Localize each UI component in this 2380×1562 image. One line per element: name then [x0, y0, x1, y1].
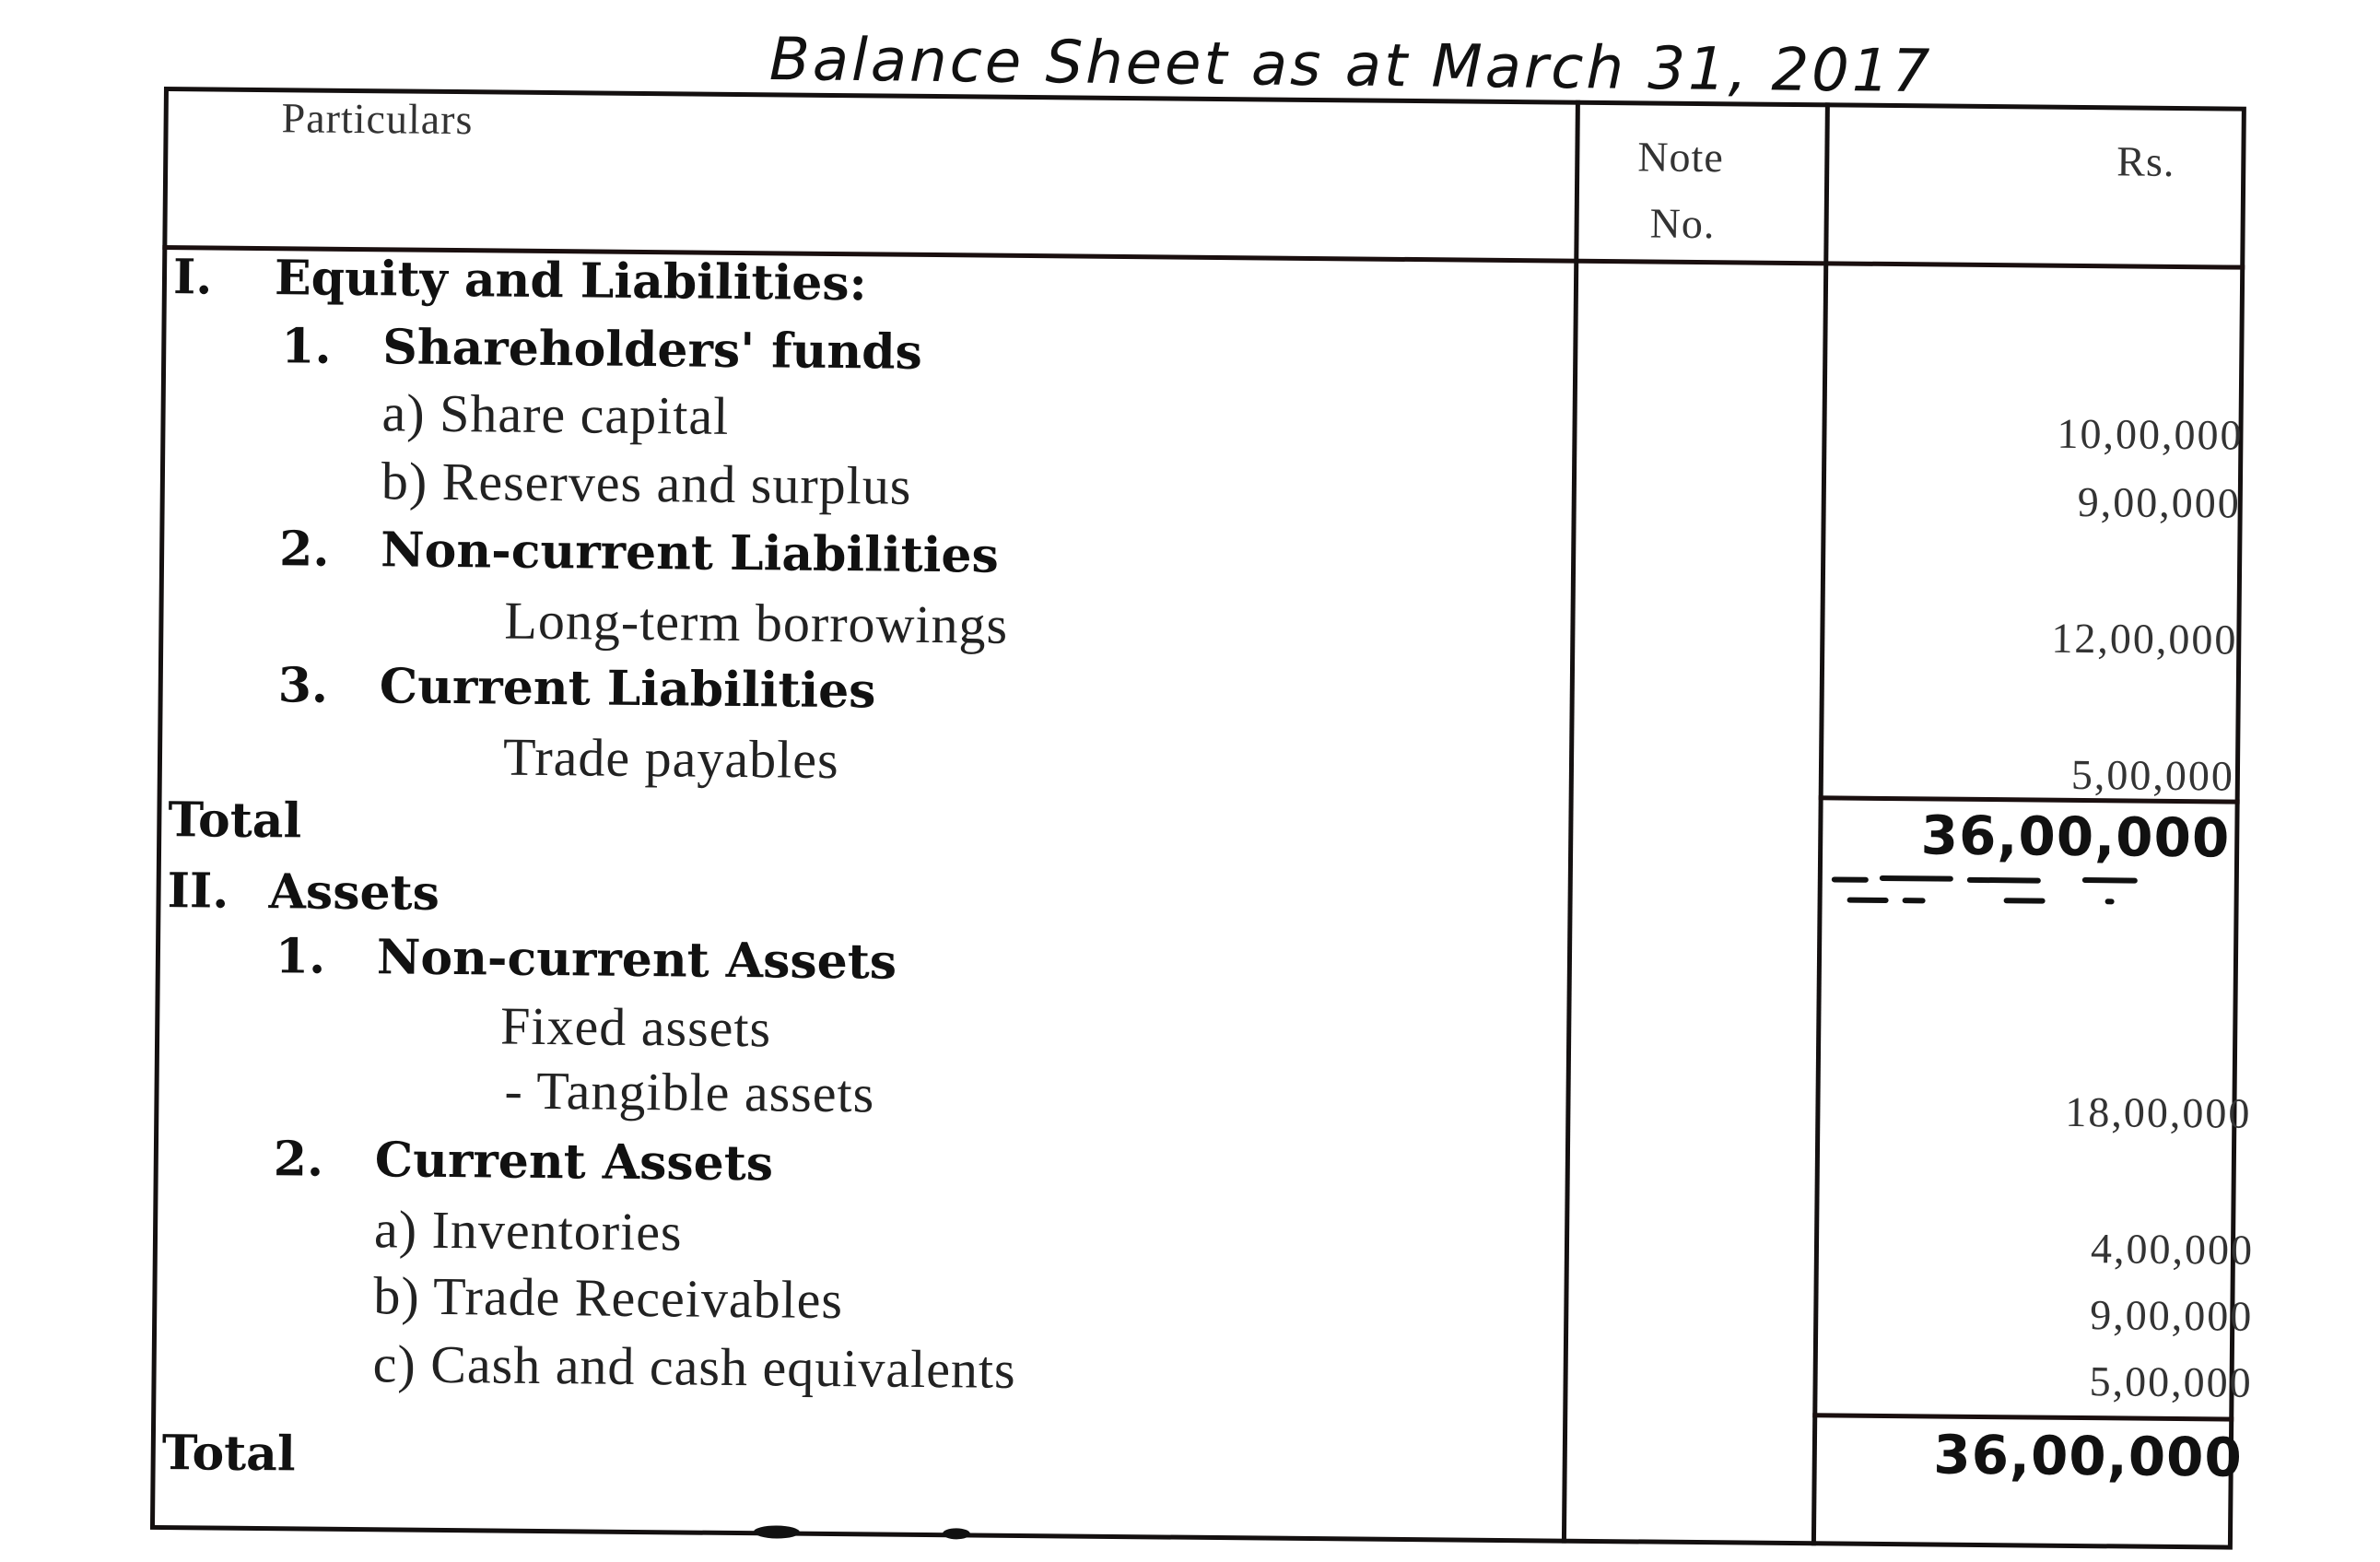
section-heading-assets: II. Assets [167, 863, 440, 922]
line-item-fixed-assets: Fixed assets [499, 995, 772, 1059]
underline-mark [1879, 875, 1953, 882]
underline-mark [2081, 877, 2138, 884]
line-item-trade-receivables: b) Trade Receivables [373, 1265, 844, 1331]
line-item-trade-payables: Trade payables [502, 726, 839, 791]
value-trade-receivables: 9,00,000 [2090, 1291, 2254, 1340]
group-label: Shareholders' funds [382, 319, 923, 381]
underline-mark [1902, 898, 1926, 904]
group-number: 2. [278, 521, 330, 578]
line-item-share-capital: a) Share capital [381, 382, 730, 446]
group-current-liabilities: 3. Current Liabilities [277, 657, 875, 719]
value-share-capital: 10,00,000 [2057, 409, 2244, 459]
total-label-assets: Total [161, 1425, 296, 1483]
total-value-liabilities: 36,00,000 [1920, 804, 2231, 870]
group-number: 1. [275, 928, 326, 985]
group-number: 2. [273, 1131, 324, 1188]
section-title: Equity and Liabilities: [274, 250, 868, 312]
section-heading-equity-liabilities: I. Equity and Liabilities: [172, 249, 867, 311]
section-number: II. [167, 863, 229, 920]
total-label-liabilities: Total [168, 792, 302, 850]
group-label: Current Liabilities [379, 658, 876, 720]
header-note: Note [1637, 133, 1725, 182]
line-item-inventories: a) Inventories [373, 1199, 683, 1263]
group-current-assets: 2. Current Assets [273, 1131, 774, 1192]
underline-mark [1847, 897, 1889, 904]
underline-mark [1966, 876, 2041, 884]
underline-mark [1831, 876, 1869, 883]
ink-smudge [753, 1525, 801, 1539]
value-trade-payables: 5,00,000 [2070, 750, 2235, 800]
group-shareholders-funds: 1. Shareholders' funds [281, 318, 922, 381]
ink-smudge [942, 1528, 971, 1540]
header-note-no: No. [1649, 199, 1716, 248]
section-number: I. [172, 249, 213, 306]
header-particulars: Particulars [281, 94, 474, 144]
group-label: Current Assets [374, 1132, 774, 1192]
value-cash-equivalents: 5,00,000 [2089, 1357, 2253, 1406]
value-long-term-borrowings: 12,00,000 [2051, 614, 2238, 664]
group-label: Non-current Assets [376, 929, 897, 991]
group-number: 3. [277, 657, 329, 714]
group-number: 1. [281, 318, 332, 375]
underline-mark [2104, 898, 2115, 905]
section-title: Assets [268, 863, 440, 922]
underline-mark [2003, 898, 2046, 904]
group-non-current-assets: 1. Non-current Assets [275, 928, 897, 990]
balance-sheet-table: Particulars Note No. Rs. I. Equity and L… [149, 87, 2265, 1550]
group-non-current-liabilities: 2. Non-current Liabilities [278, 521, 999, 583]
line-item-reserves-surplus: b) Reserves and surplus [381, 451, 912, 516]
value-tangible-assets: 18,00,000 [2065, 1087, 2252, 1137]
header-amount: Rs. [2116, 137, 2175, 185]
group-label: Non-current Liabilities [380, 522, 1000, 584]
value-reserves-surplus: 9,00,000 [2077, 477, 2242, 527]
line-item-cash-equivalents: c) Cash and cash equivalents [372, 1333, 1017, 1400]
line-item-long-term-borrowings: Long-term borrowings [504, 590, 1009, 655]
total-value-assets: 36,00,000 [1932, 1423, 2244, 1489]
value-inventories: 4,00,000 [2090, 1225, 2255, 1274]
line-item-tangible-assets: - Tangible assets [504, 1060, 875, 1124]
